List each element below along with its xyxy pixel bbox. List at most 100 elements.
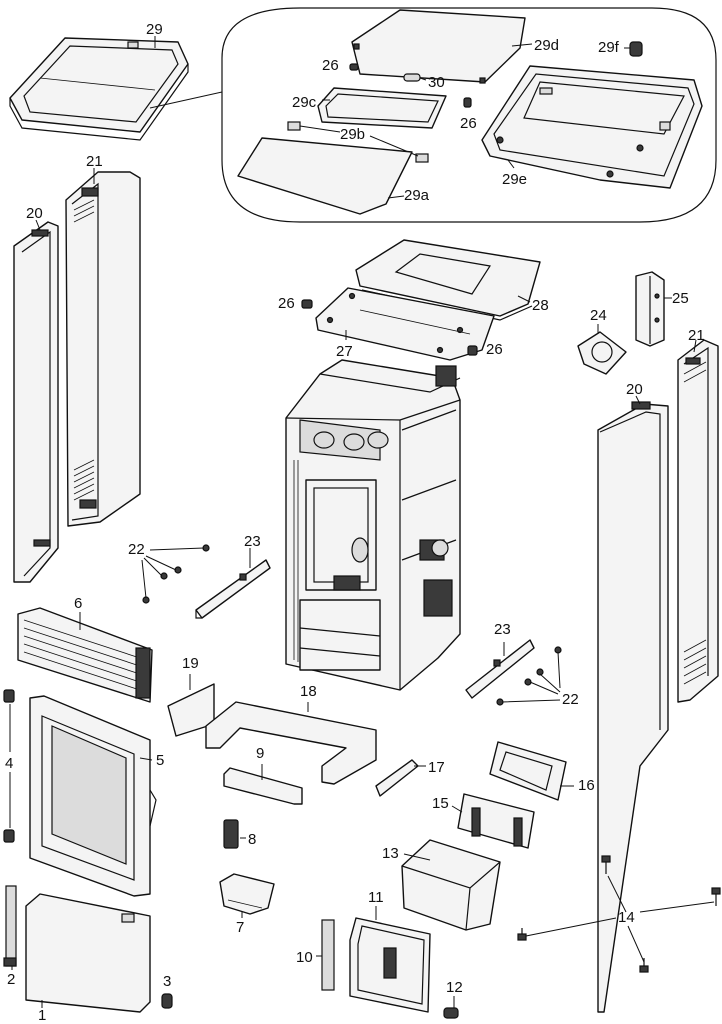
label-19: 19 xyxy=(182,655,199,672)
connector-29-detail xyxy=(149,91,223,109)
leader-20-left xyxy=(35,219,41,231)
label-29a: 29a xyxy=(404,187,430,204)
part-26-screw-top-left xyxy=(301,299,313,309)
part-4-hinges xyxy=(3,689,15,843)
label-30: 30 xyxy=(428,74,445,91)
leader-30 xyxy=(419,77,427,81)
part-2-hinge-strip xyxy=(3,885,17,967)
label-13: 13 xyxy=(382,845,399,862)
label-7: 7 xyxy=(236,919,244,936)
part-29c-gasket xyxy=(317,87,447,129)
leader-28 xyxy=(517,295,531,303)
part-29a-glass xyxy=(237,137,413,215)
label-26-inset-a: 26 xyxy=(322,57,339,74)
label-17: 17 xyxy=(428,759,445,776)
part-16-gasket xyxy=(489,741,567,801)
label-23-left: 23 xyxy=(244,533,261,550)
leader-21-right xyxy=(693,339,697,353)
leader-29d xyxy=(511,43,533,47)
label-24: 24 xyxy=(590,307,607,324)
label-26-top-left: 26 xyxy=(278,295,295,312)
part-18-frame xyxy=(205,701,377,785)
label-2: 2 xyxy=(7,971,15,988)
part-12-knob xyxy=(443,1007,459,1019)
leader-13 xyxy=(403,853,431,861)
part-30-clip xyxy=(403,73,421,82)
label-26-inset-b: 26 xyxy=(460,115,477,132)
label-14: 14 xyxy=(618,909,635,926)
part-21-side-panel-left xyxy=(65,171,141,527)
part-5-door-frame xyxy=(29,695,157,897)
label-29: 29 xyxy=(146,21,163,38)
detail-inset-outline xyxy=(221,7,717,223)
leader-29e xyxy=(507,159,515,169)
part-24-gasket xyxy=(577,331,627,375)
label-20-right: 20 xyxy=(626,381,643,398)
leader-22-left xyxy=(141,547,205,599)
part-15-plate xyxy=(457,793,535,849)
leader-22-right xyxy=(501,651,561,703)
label-3: 3 xyxy=(163,973,171,990)
part-10-strip xyxy=(321,919,335,991)
part-26-screw-top-right xyxy=(467,345,478,356)
label-10: 10 xyxy=(296,949,313,966)
part-20-side-trim-left xyxy=(13,221,59,583)
part-26-screw-inset-a xyxy=(349,63,359,71)
part-13-ash-box xyxy=(401,839,501,931)
label-15: 15 xyxy=(432,795,449,812)
part-3-foot xyxy=(161,993,173,1009)
label-27: 27 xyxy=(336,343,353,360)
label-25: 25 xyxy=(672,290,689,307)
label-22-right: 22 xyxy=(562,691,579,708)
label-29b: 29b xyxy=(340,126,365,143)
label-5: 5 xyxy=(156,752,164,769)
label-11: 11 xyxy=(368,889,384,906)
part-23-bracket-right xyxy=(465,639,535,699)
label-20-left: 20 xyxy=(26,205,43,222)
part-11-panel xyxy=(349,917,431,1013)
label-22-left: 22 xyxy=(128,541,145,558)
part-17-bracket xyxy=(375,759,419,797)
part-14-feet xyxy=(517,855,721,973)
part-9-bar xyxy=(223,767,303,805)
label-29f: 29f xyxy=(598,39,620,56)
label-12: 12 xyxy=(446,979,463,996)
part-29-top-cover xyxy=(9,37,189,141)
label-29e: 29e xyxy=(502,171,527,188)
part-1-front-panel xyxy=(25,893,151,1013)
label-28: 28 xyxy=(532,297,549,314)
label-4: 4 xyxy=(5,755,13,772)
part-29f-hook xyxy=(629,41,643,57)
label-8: 8 xyxy=(248,831,256,848)
label-9: 9 xyxy=(256,745,264,762)
part-7-pot xyxy=(219,873,275,915)
label-23-right: 23 xyxy=(494,621,511,638)
label-21-left: 21 xyxy=(86,153,103,170)
label-29c: 29c xyxy=(292,94,317,111)
label-1: 1 xyxy=(38,1007,46,1024)
leader-29a xyxy=(387,195,405,199)
label-29d: 29d xyxy=(534,37,559,54)
label-26-top-right: 26 xyxy=(486,341,503,358)
part-8-switch xyxy=(223,819,239,849)
part-22-screws-right xyxy=(496,646,562,706)
part-29d-glass-top xyxy=(351,9,526,84)
part-28-top-plate xyxy=(355,239,541,321)
part-22-screws-left xyxy=(142,544,210,604)
part-27-plate xyxy=(315,287,495,361)
leader-14 xyxy=(525,875,715,963)
part-20-side-trim-right xyxy=(597,401,669,1013)
label-18: 18 xyxy=(300,683,317,700)
leader-20-right xyxy=(635,395,641,405)
leader-15 xyxy=(451,805,463,813)
label-6: 6 xyxy=(74,595,82,612)
part-29e-frame xyxy=(481,65,703,189)
part-25-bracket xyxy=(635,271,665,347)
stove-body xyxy=(285,359,461,691)
label-16: 16 xyxy=(578,777,595,794)
part-21-side-panel-right xyxy=(677,339,719,703)
label-21-right: 21 xyxy=(688,327,705,344)
leader-5 xyxy=(139,757,153,761)
part-6-grille xyxy=(17,607,153,703)
